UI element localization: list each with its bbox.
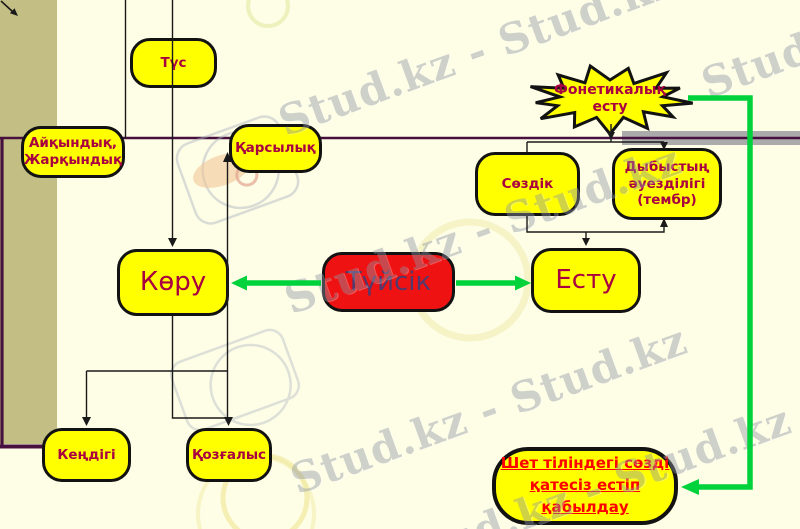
node-fonetikalyq-line2: есту [592, 99, 628, 115]
line-koru-to-qozgalys [171, 316, 228, 419]
node-qozgalys[interactable]: Қозғалыс [186, 428, 272, 482]
node-aiqyndyq-line2: Жарқындық [23, 152, 123, 168]
node-dybystyn-auezdiligi[interactable]: Дыбыстың әуезділігі (тембр) [612, 148, 722, 220]
node-aiqyndyq-line1: Айқындық, [28, 135, 117, 152]
node-kendigi[interactable]: Кеңдігі [42, 428, 131, 482]
node-shet-line2: қатесіз естіп қабылдау [529, 476, 641, 516]
node-qarsylyq-label: Қарсылық [235, 140, 316, 157]
node-tus[interactable]: Түс [130, 38, 217, 88]
node-dybystyn-line3: (тембр) [637, 192, 697, 209]
node-koru-label: Көру [139, 267, 207, 298]
green-arrowhead-into-estu [515, 275, 531, 291]
node-estu[interactable]: Есту [531, 248, 641, 313]
node-shet-tilindegi[interactable]: Шет тіліндегі сөзді қатесіз естіп қабылд… [492, 447, 678, 525]
node-aiqyndyq-zharqyndyq[interactable]: Айқындық, Жарқындық [21, 126, 125, 178]
line-branch-to-kendigi [85, 370, 228, 419]
arrowhead-into-kendigi [82, 417, 91, 426]
green-arrowhead-into-koru [231, 275, 247, 291]
starburst-shape [530, 63, 694, 137]
node-tuisik[interactable]: Түйсік [322, 252, 455, 312]
node-tuisik-label: Түйсік [345, 266, 432, 297]
arrowhead-into-qozgalys [224, 417, 233, 426]
node-sozdik-label: Сөздік [501, 175, 554, 192]
arrowhead-into-estu-top [582, 238, 590, 246]
node-dybystyn-line2: әуезділігі [628, 175, 706, 192]
sidebar-olive-strip [0, 0, 57, 444]
watermark-text-topright: Stud.kz [695, 0, 800, 109]
node-qozgalys-label: Қозғалыс [191, 446, 267, 463]
node-sozdik[interactable]: Сөздік [475, 152, 580, 216]
arrowhead-into-koru [168, 238, 177, 247]
node-tus-label: Түс [160, 54, 187, 71]
yellow-arc-watermark-3 [246, 0, 290, 28]
node-koru[interactable]: Көру [117, 249, 229, 316]
node-fonetikalyq-line1: Фонетикалық [554, 82, 666, 99]
node-shet-line1: Шет тіліндегі сөзді [500, 454, 670, 473]
node-fonetikalyq-estu[interactable]: Фонетикалық есту [523, 62, 697, 137]
green-arrowhead-into-shet [681, 479, 699, 495]
node-estu-label: Есту [555, 265, 617, 296]
node-qarsylyq[interactable]: Қарсылық [229, 124, 322, 173]
node-dybystyn-line1: Дыбыстың [624, 158, 710, 175]
node-kendigi-label: Кеңдігі [57, 446, 116, 463]
